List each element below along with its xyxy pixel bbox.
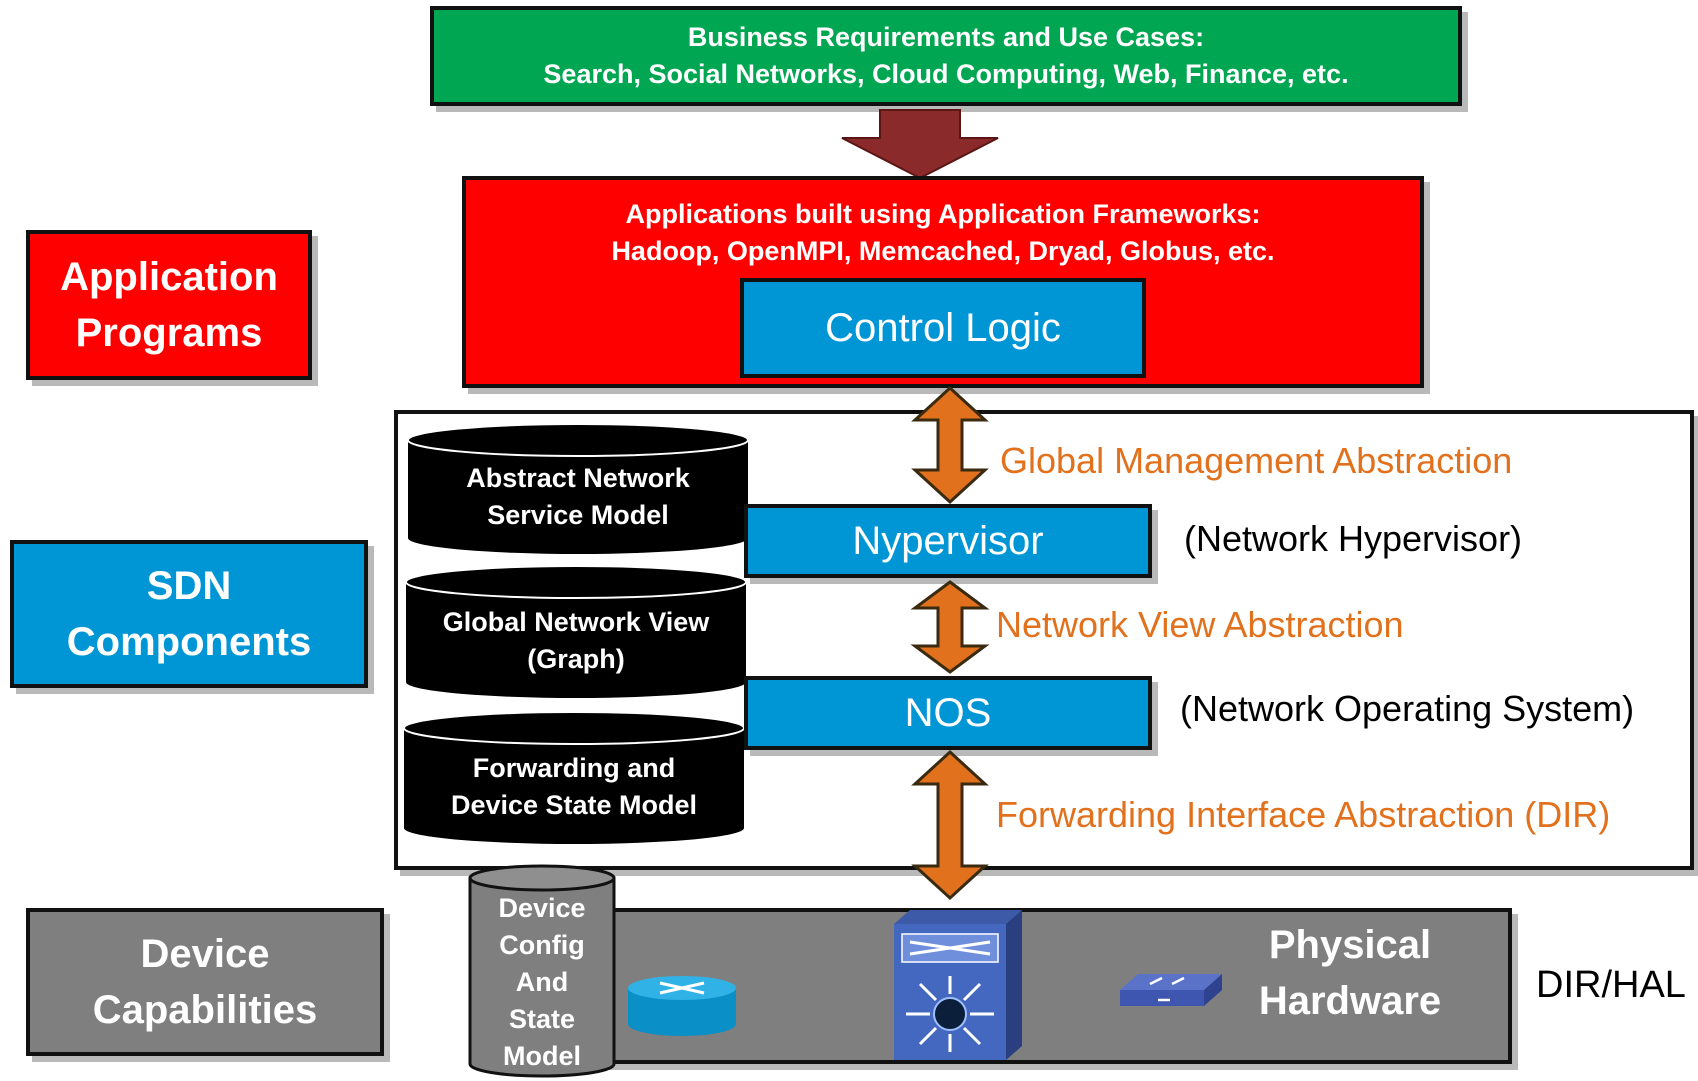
device-config-line2: Config bbox=[499, 929, 585, 960]
abstract-model-line1: Abstract Network bbox=[466, 463, 690, 493]
business-line1: Business Requirements and Use Cases: bbox=[687, 22, 1205, 52]
applications-line2: Hadoop, OpenMPI, Memcached, Dryad, Globu… bbox=[611, 236, 1275, 266]
forwarding-model-line1: Forwarding and bbox=[472, 753, 676, 783]
device-config-cylinder-icon bbox=[468, 864, 616, 1078]
forwarding-model-cylinder-icon bbox=[403, 711, 745, 844]
control-logic-label: Control Logic bbox=[825, 305, 1061, 350]
global-view-cylinder-icon bbox=[405, 565, 747, 698]
abstract-model-text: Abstract Network Service Model bbox=[408, 458, 748, 536]
sdn-components-label: SDN Components bbox=[10, 540, 368, 688]
device-config-line4: State bbox=[508, 1003, 576, 1034]
business-line2: Search, Social Networks, Cloud Computing… bbox=[543, 59, 1349, 89]
device-capabilities-line1: Device bbox=[140, 932, 270, 976]
physical-hardware-label: Physical Hardware bbox=[1230, 918, 1470, 1028]
application-programs-label: Application Programs bbox=[26, 230, 312, 380]
device-config-text: Device Config And State Model bbox=[470, 892, 614, 1072]
switch-chassis-icon bbox=[894, 910, 1022, 1060]
nypervisor-label: Nypervisor bbox=[852, 518, 1044, 563]
nos-note: (Network Operating System) bbox=[1180, 688, 1635, 729]
application-programs-line1: Application bbox=[60, 255, 278, 299]
physical-hardware-line2: Hardware bbox=[1258, 979, 1442, 1023]
abstract-model-cylinder-icon bbox=[407, 423, 749, 554]
device-config-line1: Device bbox=[498, 892, 586, 923]
nypervisor-note: (Network Hypervisor) bbox=[1184, 518, 1523, 559]
business-requirements-box: Business Requirements and Use Cases: Sea… bbox=[430, 6, 1462, 106]
control-logic-box: Control Logic bbox=[740, 278, 1146, 378]
forwarding-interface-label: Forwarding Interface Abstraction (DIR) bbox=[996, 794, 1611, 835]
network-view-arrow-icon bbox=[910, 580, 990, 674]
router-icon bbox=[628, 976, 736, 1036]
switch-icon bbox=[1120, 974, 1222, 1006]
device-capabilities-label: Device Capabilities bbox=[26, 908, 384, 1056]
global-view-line1: Global Network View bbox=[442, 607, 710, 637]
device-config-line5: Model bbox=[503, 1040, 581, 1071]
nos-box: NOS bbox=[744, 676, 1152, 750]
nos-label: NOS bbox=[904, 690, 992, 735]
device-capabilities-line2: Capabilities bbox=[92, 988, 318, 1032]
forwarding-model-text: Forwarding and Device State Model bbox=[404, 748, 744, 826]
global-management-label: Global Management Abstraction bbox=[1000, 440, 1513, 481]
global-view-text: Global Network View (Graph) bbox=[406, 602, 746, 680]
global-management-arrow-icon bbox=[911, 385, 989, 505]
network-view-label: Network View Abstraction bbox=[996, 604, 1404, 645]
dir-hal-label: DIR/HAL bbox=[1536, 964, 1686, 1006]
nypervisor-box: Nypervisor bbox=[744, 504, 1152, 578]
device-config-line3: And bbox=[515, 966, 569, 997]
applications-line1: Applications built using Application Fra… bbox=[625, 199, 1261, 229]
application-programs-line2: Programs bbox=[75, 311, 263, 355]
sdn-components-line1: SDN bbox=[146, 564, 232, 608]
forwarding-interface-arrow-icon bbox=[911, 749, 989, 901]
global-view-line2: (Graph) bbox=[527, 644, 625, 674]
abstract-model-line2: Service Model bbox=[487, 500, 669, 530]
forwarding-model-line2: Device State Model bbox=[450, 790, 698, 820]
sdn-components-line2: Components bbox=[66, 620, 312, 664]
physical-hardware-line1: Physical bbox=[1268, 923, 1432, 967]
